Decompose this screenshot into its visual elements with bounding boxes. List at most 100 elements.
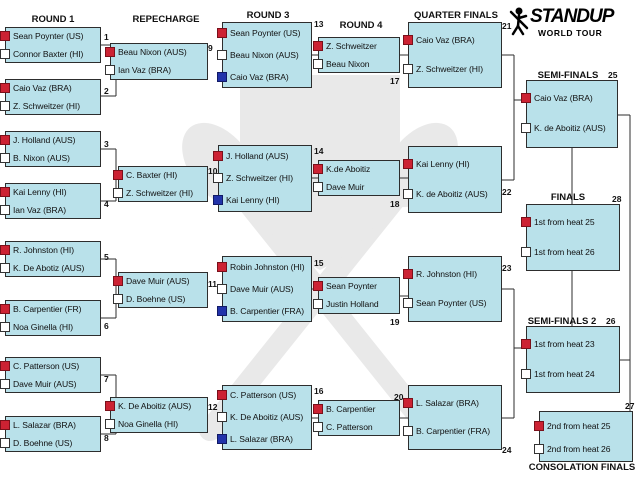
marker-empty[interactable] — [0, 49, 10, 59]
competitor-entry[interactable]: B. Carpentier (FR) — [0, 303, 98, 317]
competitor-entry[interactable]: C. Patterson (US) — [0, 360, 98, 374]
competitor-entry[interactable]: K. de Aboitiz (AUS) — [521, 122, 615, 136]
advance-marker-red[interactable] — [0, 83, 10, 93]
advance-marker-red[interactable] — [0, 187, 10, 197]
marker-empty[interactable] — [213, 173, 223, 183]
marker-empty[interactable] — [403, 426, 413, 436]
advance-marker-red[interactable] — [217, 390, 227, 400]
marker-empty[interactable] — [534, 444, 544, 454]
advance-marker-red[interactable] — [313, 41, 323, 51]
competitor-entry[interactable]: K. De Aboitiz (AUS) — [105, 400, 205, 414]
competitor-entry[interactable]: Kai Lenny (HI) — [213, 194, 309, 208]
competitor-entry[interactable]: Ian Vaz (BRA) — [105, 64, 205, 78]
advance-marker-red[interactable] — [0, 31, 10, 41]
advance-marker-red[interactable] — [0, 420, 10, 430]
marker-empty[interactable] — [521, 247, 531, 257]
competitor-entry[interactable]: Sean Poynter (US) — [0, 30, 98, 44]
competitor-entry[interactable]: C. Patterson (US) — [217, 389, 309, 403]
competitor-entry[interactable]: Kai Lenny (HI) — [0, 186, 98, 200]
competitor-entry[interactable]: Caio Vaz (BRA) — [0, 82, 98, 96]
competitor-entry[interactable]: 1st from heat 25 — [521, 216, 617, 230]
advance-marker-red[interactable] — [403, 398, 413, 408]
advance-marker-red[interactable] — [313, 404, 323, 414]
advance-marker-red[interactable] — [403, 35, 413, 45]
advance-marker-red[interactable] — [217, 28, 227, 38]
advance-marker-red[interactable] — [403, 159, 413, 169]
seed-marker-blue[interactable] — [217, 434, 227, 444]
marker-empty[interactable] — [217, 50, 227, 60]
marker-empty[interactable] — [521, 123, 531, 133]
competitor-entry[interactable]: Z. Schweitzer — [313, 40, 397, 54]
marker-empty[interactable] — [313, 299, 323, 309]
competitor-entry[interactable]: Dave Muir — [313, 181, 397, 195]
advance-marker-red[interactable] — [521, 339, 531, 349]
competitor-entry[interactable]: Beau Nixon (AUS) — [217, 49, 309, 63]
competitor-entry[interactable]: Noa Ginella (HI) — [105, 418, 205, 432]
advance-marker-red[interactable] — [313, 281, 323, 291]
competitor-entry[interactable]: R. Johnston (HI) — [403, 268, 499, 282]
competitor-entry[interactable]: C. Patterson — [313, 421, 397, 435]
competitor-entry[interactable]: Sean Poynter (US) — [403, 297, 499, 311]
advance-marker-red[interactable] — [213, 151, 223, 161]
competitor-entry[interactable]: Robin Johnston (HI) — [217, 261, 309, 275]
competitor-entry[interactable]: 1st from heat 26 — [521, 246, 617, 260]
competitor-entry[interactable]: Sean Poynter — [313, 280, 397, 294]
competitor-entry[interactable]: 1st from heat 23 — [521, 338, 617, 352]
marker-empty[interactable] — [105, 65, 115, 75]
competitor-entry[interactable]: J. Holland (AUS) — [213, 150, 309, 164]
competitor-entry[interactable]: Beau Nixon (AUS) — [105, 46, 205, 60]
competitor-entry[interactable]: 2nd from heat 25 — [534, 420, 630, 434]
competitor-entry[interactable]: Beau Nixon — [313, 58, 397, 72]
competitor-entry[interactable]: R. Johnston (HI) — [0, 244, 98, 258]
marker-empty[interactable] — [313, 422, 323, 432]
competitor-entry[interactable]: Caio Vaz (BRA) — [217, 71, 309, 85]
marker-empty[interactable] — [0, 379, 10, 389]
competitor-entry[interactable]: K. De Aboitiz (AUS) — [217, 411, 309, 425]
competitor-entry[interactable]: Z. Schweitzer (HI) — [213, 172, 309, 186]
competitor-entry[interactable]: C. Baxter (HI) — [113, 169, 205, 183]
competitor-entry[interactable]: Connor Baxter (HI) — [0, 48, 98, 62]
advance-marker-red[interactable] — [521, 217, 531, 227]
advance-marker-red[interactable] — [113, 276, 123, 286]
competitor-entry[interactable]: Ian Vaz (BRA) — [0, 204, 98, 218]
advance-marker-red[interactable] — [534, 421, 544, 431]
advance-marker-red[interactable] — [521, 93, 531, 103]
seed-marker-blue[interactable] — [217, 306, 227, 316]
competitor-entry[interactable]: Noa Ginella (HI) — [0, 321, 98, 335]
seed-marker-blue[interactable] — [213, 195, 223, 205]
competitor-entry[interactable]: K. de Aboitiz (AUS) — [403, 188, 499, 202]
competitor-entry[interactable]: B. Carpentier — [313, 403, 397, 417]
marker-empty[interactable] — [403, 298, 413, 308]
marker-empty[interactable] — [113, 188, 123, 198]
marker-empty[interactable] — [521, 369, 531, 379]
competitor-entry[interactable]: Dave Muir (AUS) — [113, 275, 205, 289]
marker-empty[interactable] — [0, 153, 10, 163]
competitor-entry[interactable]: Sean Poynter (US) — [217, 27, 309, 41]
advance-marker-red[interactable] — [0, 361, 10, 371]
competitor-entry[interactable]: K.de Aboitiz — [313, 163, 397, 177]
advance-marker-red[interactable] — [0, 135, 10, 145]
marker-empty[interactable] — [113, 294, 123, 304]
marker-empty[interactable] — [0, 263, 10, 273]
competitor-entry[interactable]: D. Boehne (US) — [113, 293, 205, 307]
marker-empty[interactable] — [0, 438, 10, 448]
competitor-entry[interactable]: B. Carpentier (FRA) — [217, 305, 309, 319]
marker-empty[interactable] — [217, 412, 227, 422]
advance-marker-red[interactable] — [403, 269, 413, 279]
competitor-entry[interactable]: B. Carpentier (FRA) — [403, 425, 499, 439]
marker-empty[interactable] — [403, 189, 413, 199]
advance-marker-red[interactable] — [217, 262, 227, 272]
competitor-entry[interactable]: L. Salazar (BRA) — [0, 419, 98, 433]
competitor-entry[interactable]: Caio Vaz (BRA) — [403, 34, 499, 48]
competitor-entry[interactable]: Z. Schweitzer (HI) — [113, 187, 205, 201]
competitor-entry[interactable]: B. Nixon (AUS) — [0, 152, 98, 166]
advance-marker-red[interactable] — [0, 304, 10, 314]
competitor-entry[interactable]: L. Salazar (BRA) — [217, 433, 309, 447]
competitor-entry[interactable]: Z. Schweitzer (HI) — [403, 63, 499, 77]
marker-empty[interactable] — [105, 419, 115, 429]
seed-marker-blue[interactable] — [217, 72, 227, 82]
competitor-entry[interactable]: L. Salazar (BRA) — [403, 397, 499, 411]
competitor-entry[interactable]: Justin Holland — [313, 298, 397, 312]
competitor-entry[interactable]: K. De Abotiz (AUS) — [0, 262, 98, 276]
marker-empty[interactable] — [313, 182, 323, 192]
